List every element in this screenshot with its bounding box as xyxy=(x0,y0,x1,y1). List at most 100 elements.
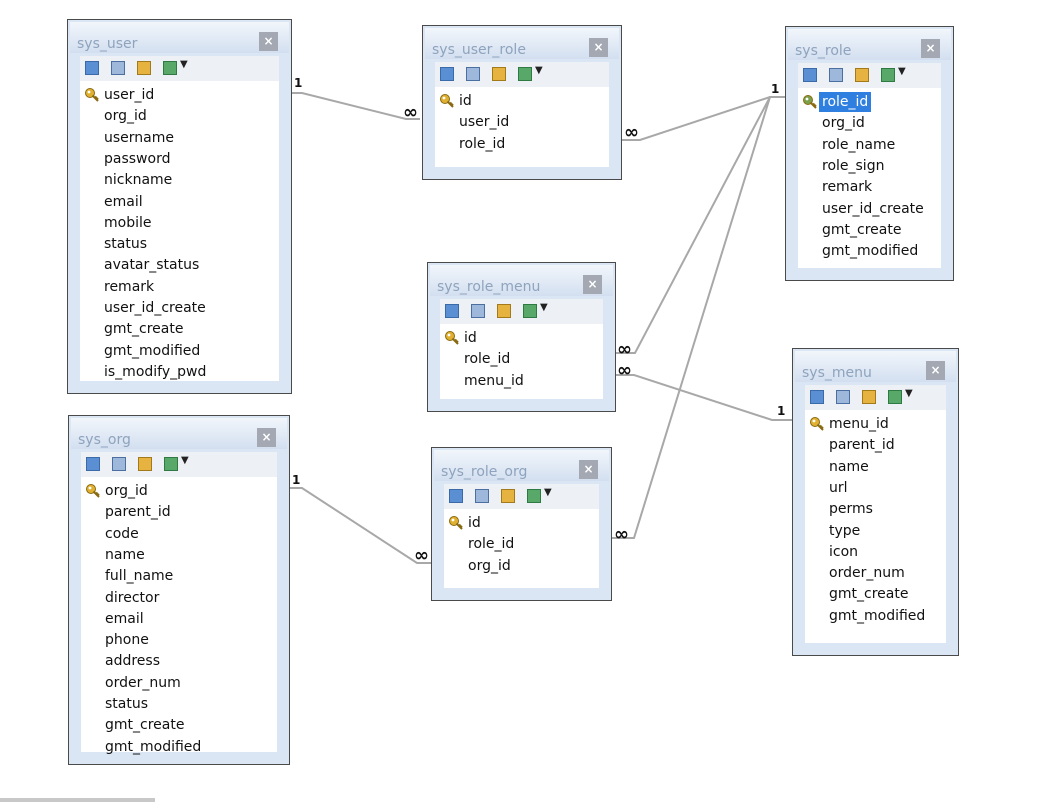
table-field[interactable]: status xyxy=(104,236,148,253)
table-field[interactable]: gmt_create xyxy=(822,221,902,238)
edit-table-icon[interactable] xyxy=(803,68,817,82)
key-properties-icon[interactable] xyxy=(138,457,152,471)
table-properties-icon[interactable] xyxy=(829,68,843,82)
table-field[interactable]: role_name xyxy=(822,136,896,153)
close-icon[interactable]: × xyxy=(579,460,598,479)
add-field-icon[interactable] xyxy=(888,390,902,404)
table-field[interactable]: role_id xyxy=(464,351,511,368)
dropdown-arrow-icon[interactable]: ▼ xyxy=(898,66,906,77)
edit-table-icon[interactable] xyxy=(85,61,99,75)
table-field[interactable]: id xyxy=(459,93,472,109)
dropdown-arrow-icon[interactable]: ▼ xyxy=(535,65,543,76)
table-field[interactable]: status xyxy=(105,696,149,712)
edit-table-icon[interactable] xyxy=(449,489,463,503)
table-field[interactable]: code xyxy=(105,525,139,542)
table-field[interactable]: gmt_create xyxy=(105,717,185,734)
key-properties-icon[interactable] xyxy=(492,67,506,81)
table-properties-icon[interactable] xyxy=(112,457,126,471)
table-field[interactable]: org_id xyxy=(822,115,865,132)
key-properties-icon[interactable] xyxy=(497,304,511,318)
table-field[interactable]: mobile xyxy=(104,214,152,231)
table-field[interactable]: phone xyxy=(105,632,149,649)
table-properties-icon[interactable] xyxy=(836,390,850,404)
table-field[interactable]: nickname xyxy=(104,172,173,189)
table-field[interactable]: user_id_create xyxy=(104,300,206,316)
table-field[interactable]: director xyxy=(105,589,160,606)
horizontal-scrollbar[interactable] xyxy=(0,798,155,802)
table-field[interactable]: gmt_create xyxy=(829,586,909,603)
table-field[interactable]: role_sign xyxy=(822,157,885,174)
table-field[interactable]: name xyxy=(829,458,869,475)
edit-table-icon[interactable] xyxy=(445,304,459,318)
table-field[interactable]: name xyxy=(105,546,145,563)
table-properties-icon[interactable] xyxy=(466,67,480,81)
close-icon[interactable]: × xyxy=(583,275,602,294)
table-field[interactable]: icon xyxy=(829,543,859,560)
add-field-icon[interactable] xyxy=(163,61,177,75)
table-properties-icon[interactable] xyxy=(475,489,489,503)
table-properties-icon[interactable] xyxy=(471,304,485,318)
table-field[interactable]: order_num xyxy=(105,674,181,691)
table-field[interactable]: username xyxy=(104,129,174,146)
dropdown-arrow-icon[interactable]: ▼ xyxy=(181,455,189,466)
table-field[interactable]: org_id xyxy=(105,483,148,499)
table-field[interactable]: parent_id xyxy=(829,437,895,454)
close-icon[interactable]: × xyxy=(921,39,940,58)
table-field[interactable]: gmt_modified xyxy=(105,738,202,755)
dropdown-arrow-icon[interactable]: ▼ xyxy=(180,59,188,70)
table-field[interactable]: remark xyxy=(104,278,155,295)
table-field[interactable]: gmt_modified xyxy=(822,243,919,260)
table-field[interactable]: password xyxy=(104,150,171,167)
table-field[interactable]: user_id xyxy=(459,114,510,131)
table-field[interactable]: order_num xyxy=(829,565,905,582)
key-properties-icon[interactable] xyxy=(862,390,876,404)
table-field[interactable]: org_id xyxy=(468,557,511,574)
table-field[interactable]: menu_id xyxy=(829,416,889,432)
table-field[interactable]: remark xyxy=(822,179,873,196)
table-field[interactable]: gmt_create xyxy=(104,321,184,338)
table-field[interactable]: gmt_modified xyxy=(104,342,201,359)
table-field[interactable]: is_modify_pwd xyxy=(104,363,207,380)
table-field[interactable]: id xyxy=(468,515,481,531)
close-icon[interactable]: × xyxy=(259,32,278,51)
table-field[interactable]: parent_id xyxy=(105,504,171,521)
key-properties-icon[interactable] xyxy=(137,61,151,75)
close-icon[interactable]: × xyxy=(589,38,608,57)
table-field[interactable]: role_id xyxy=(468,536,515,553)
table-field[interactable]: type xyxy=(829,522,861,539)
table-properties-icon[interactable] xyxy=(111,61,125,75)
add-field-icon[interactable] xyxy=(881,68,895,82)
table-field[interactable]: menu_id xyxy=(464,372,524,389)
table-field[interactable]: perms xyxy=(829,501,873,518)
dropdown-arrow-icon[interactable]: ▼ xyxy=(905,388,913,399)
add-field-icon[interactable] xyxy=(518,67,532,81)
edit-table-icon[interactable] xyxy=(810,390,824,404)
table-field[interactable]: gmt_modified xyxy=(829,607,926,624)
dropdown-arrow-icon[interactable]: ▼ xyxy=(544,487,552,498)
table-field[interactable]: address xyxy=(105,653,161,670)
close-icon[interactable]: × xyxy=(926,361,945,380)
table-field[interactable]: email xyxy=(105,610,144,627)
selected-field[interactable]: role_id xyxy=(819,92,872,112)
table-field[interactable]: email xyxy=(104,193,143,210)
dropdown-arrow-icon[interactable]: ▼ xyxy=(540,302,548,313)
table-field[interactable]: user_id_create xyxy=(822,200,924,217)
close-icon[interactable]: × xyxy=(257,428,276,447)
table-field[interactable]: full_name xyxy=(105,568,174,585)
key-properties-icon[interactable] xyxy=(501,489,515,503)
add-field-icon[interactable] xyxy=(527,489,541,503)
table-field[interactable]: id xyxy=(464,330,477,346)
table-field[interactable]: role_id xyxy=(459,135,506,152)
table-field[interactable]: url xyxy=(829,479,848,496)
table-field[interactable]: avatar_status xyxy=(104,257,200,274)
edit-table-icon[interactable] xyxy=(440,67,454,81)
edit-table-icon[interactable] xyxy=(86,457,100,471)
key-properties-icon[interactable] xyxy=(855,68,869,82)
add-field-icon[interactable] xyxy=(164,457,178,471)
